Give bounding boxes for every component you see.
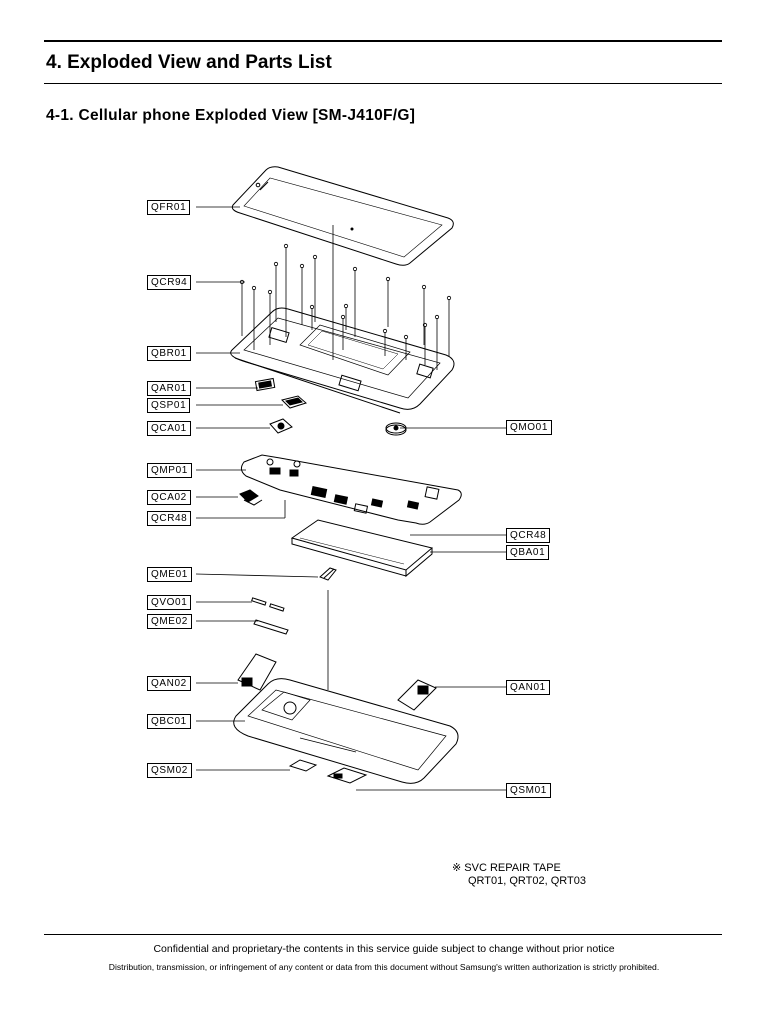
antenna-parts (237, 653, 437, 711)
camera-module-part (269, 418, 293, 434)
page-title: 4. Exploded View and Parts List (46, 52, 332, 73)
part-label-qbr01: QBR01 (147, 346, 191, 361)
sim-tray-parts (288, 759, 368, 784)
part-label-qan01: QAN01 (506, 680, 550, 695)
part-label-qsp01: QSP01 (147, 398, 191, 413)
note-symbol: ※ (452, 862, 462, 874)
part-label-qvo01: QVO01 (147, 595, 192, 610)
front-window-part (231, 166, 454, 266)
receiver-speaker-parts (254, 377, 308, 409)
part-label-qca01: QCA01 (147, 421, 191, 436)
footer-confidential-notice: Confidential and proprietary-the content… (153, 943, 615, 955)
front-camera-part (239, 489, 263, 506)
top-rule (44, 40, 722, 42)
part-label-qcr48-right: QCR48 (506, 528, 551, 543)
bracket-part (230, 307, 455, 414)
footer-rule (44, 934, 722, 935)
part-label-qsm01: QSM01 (506, 783, 551, 798)
part-label-qcr48-left: QCR48 (147, 511, 192, 526)
note-part-codes: QRT01, QRT02, QRT03 (468, 875, 586, 887)
part-label-qba01: QBA01 (506, 545, 550, 560)
motor-part (385, 422, 407, 436)
part-label-qme02: QME02 (147, 614, 192, 629)
part-label-qme01: QME01 (147, 567, 192, 582)
battery-part (290, 519, 434, 578)
main-pcb-part (240, 454, 462, 525)
part-label-qsm02: QSM02 (147, 763, 192, 778)
note-title: SVC REPAIR TAPE (464, 862, 561, 874)
leader-lines (195, 206, 506, 791)
part-label-qmp01: QMP01 (147, 463, 192, 478)
side-keys-parts (251, 567, 337, 635)
section-title: 4-1. Cellular phone Exploded View [SM-J4… (46, 107, 416, 124)
part-label-qar01: QAR01 (147, 381, 191, 396)
screws (239, 243, 452, 370)
footer-distribution-notice: Distribution, transmission, or infringem… (108, 962, 660, 972)
title-underline (44, 83, 722, 84)
part-label-qcr94: QCR94 (147, 275, 192, 290)
part-label-qbc01: QBC01 (147, 714, 191, 729)
part-label-qan02: QAN02 (147, 676, 191, 691)
part-label-qfr01: QFR01 (147, 200, 191, 215)
part-label-qca02: QCA02 (147, 490, 191, 505)
back-cover-part (233, 678, 459, 784)
part-label-qmo01: QMO01 (506, 420, 553, 435)
svc-repair-tape-note: ※ SVC REPAIR TAPE QRT01, QRT02, QRT03 (452, 862, 586, 888)
